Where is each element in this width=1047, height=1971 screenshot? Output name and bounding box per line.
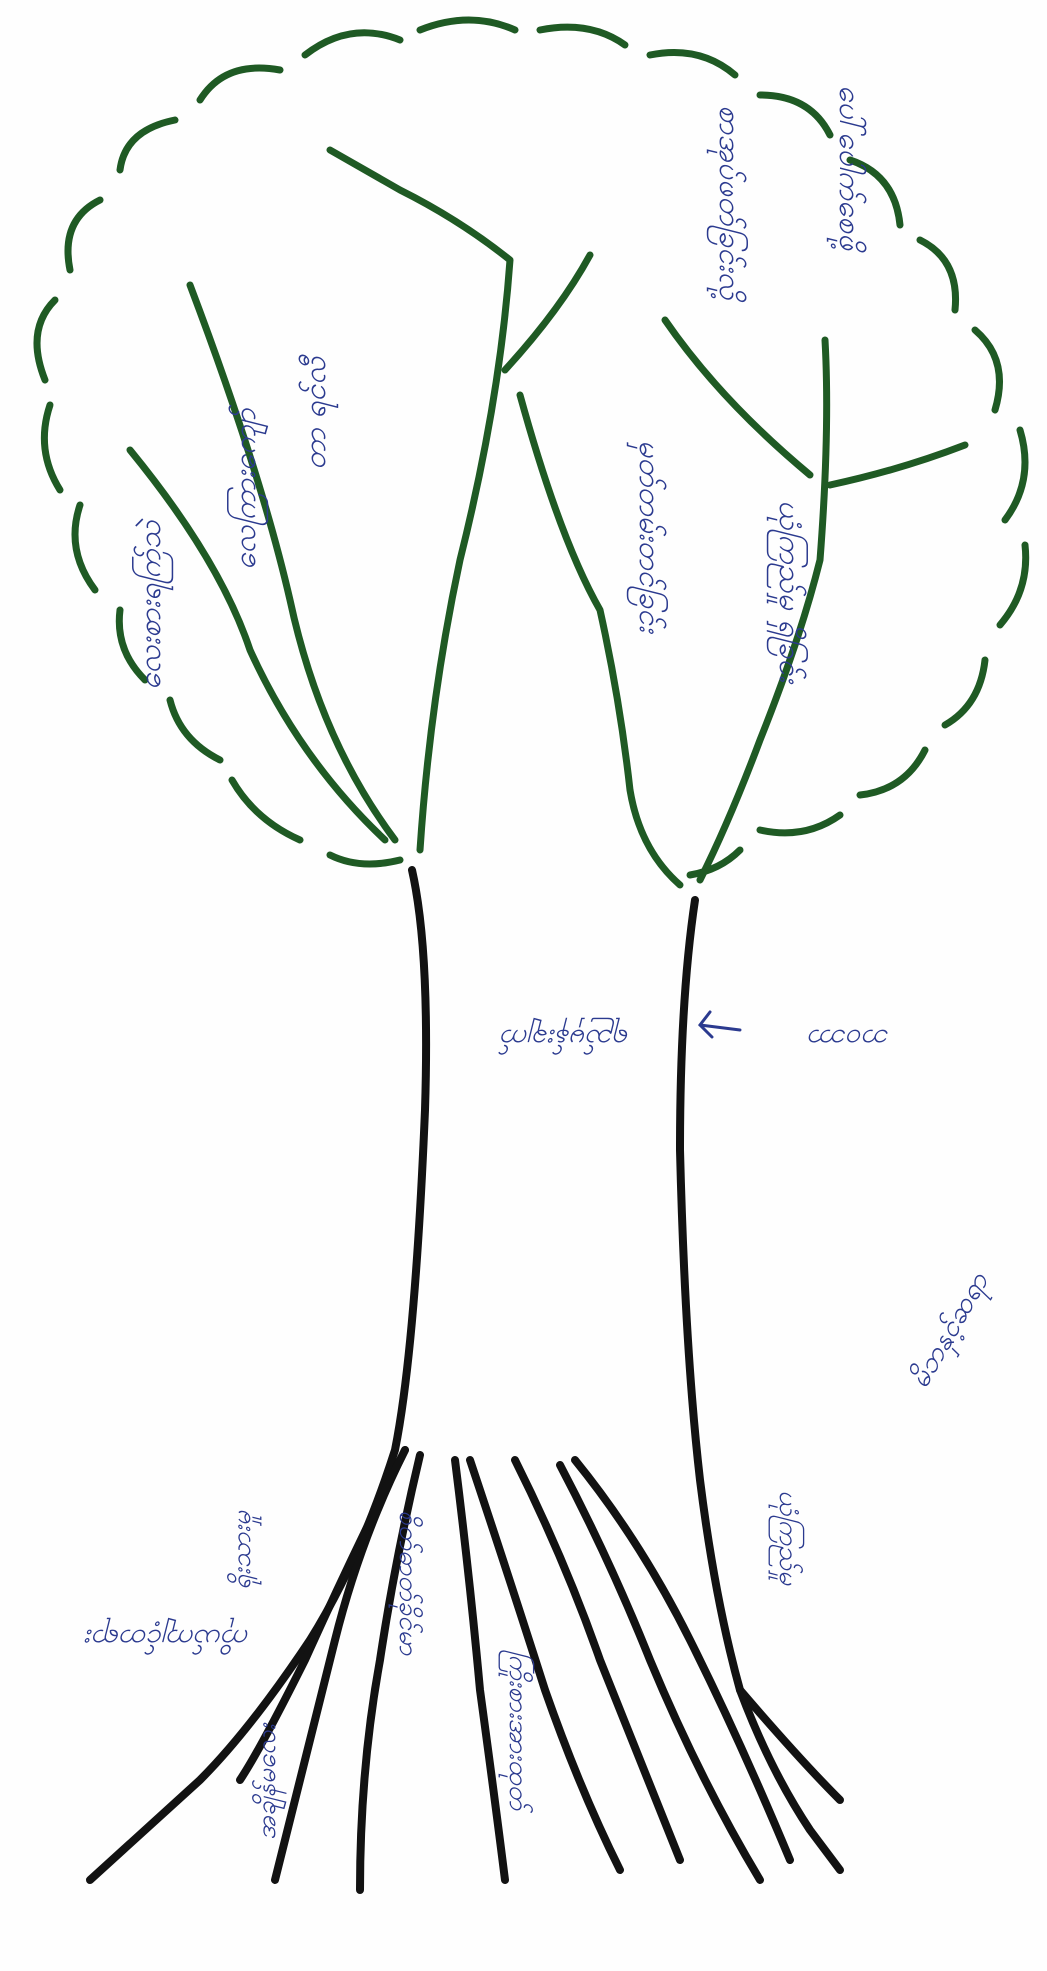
crown-outline (37, 20, 1026, 875)
label-root-5: ယုံကြည်မှု (768, 1490, 805, 1586)
label-trunk-side: ဘဝဘာ (808, 1023, 890, 1056)
label-branch-3: တာ ရင်လီ (298, 354, 339, 470)
arrow-icon (700, 1012, 740, 1037)
roots (240, 1450, 840, 1890)
trunk (90, 870, 840, 1880)
label-root-1: ရိုးသားမှု (227, 1510, 262, 1590)
label-branch-6: ယုံကြည်မှု ရှိခြင်း (766, 500, 808, 685)
label-branch-4: မှတ်တမ်းတင်ခြင်း (626, 440, 668, 635)
label-root-4: အချိန်မလေး (252, 1722, 287, 1840)
label-branch-1: လေးစားရက်ြသဲ (132, 518, 174, 690)
branch-line-8 (830, 445, 965, 485)
label-branch-2: လေကြားကျော် (227, 404, 269, 570)
label-branch-7: ပေါ်ပေါက်စေဖို့ (826, 85, 867, 253)
label-branch-5: စာအုပ်ဖတ်ခြင်းလို့ (706, 105, 748, 303)
branch-line-3 (330, 150, 510, 850)
label-root-3: ကြိုးစားအားထုတ် (498, 1650, 535, 1813)
branch-line-4 (505, 255, 590, 370)
branch-line-7 (665, 320, 810, 475)
label-root-right-outside: မိဘနှင့်ဆရာ (902, 1266, 1000, 1396)
label-root-left-outside: ကိုယ်ကျင့်တရား (84, 1617, 250, 1656)
label-trunk: ရည်မှန်းချက် (498, 1017, 630, 1056)
label-root-2: စိတ်ဓာတ်ခိုင်မာ (388, 1510, 423, 1656)
